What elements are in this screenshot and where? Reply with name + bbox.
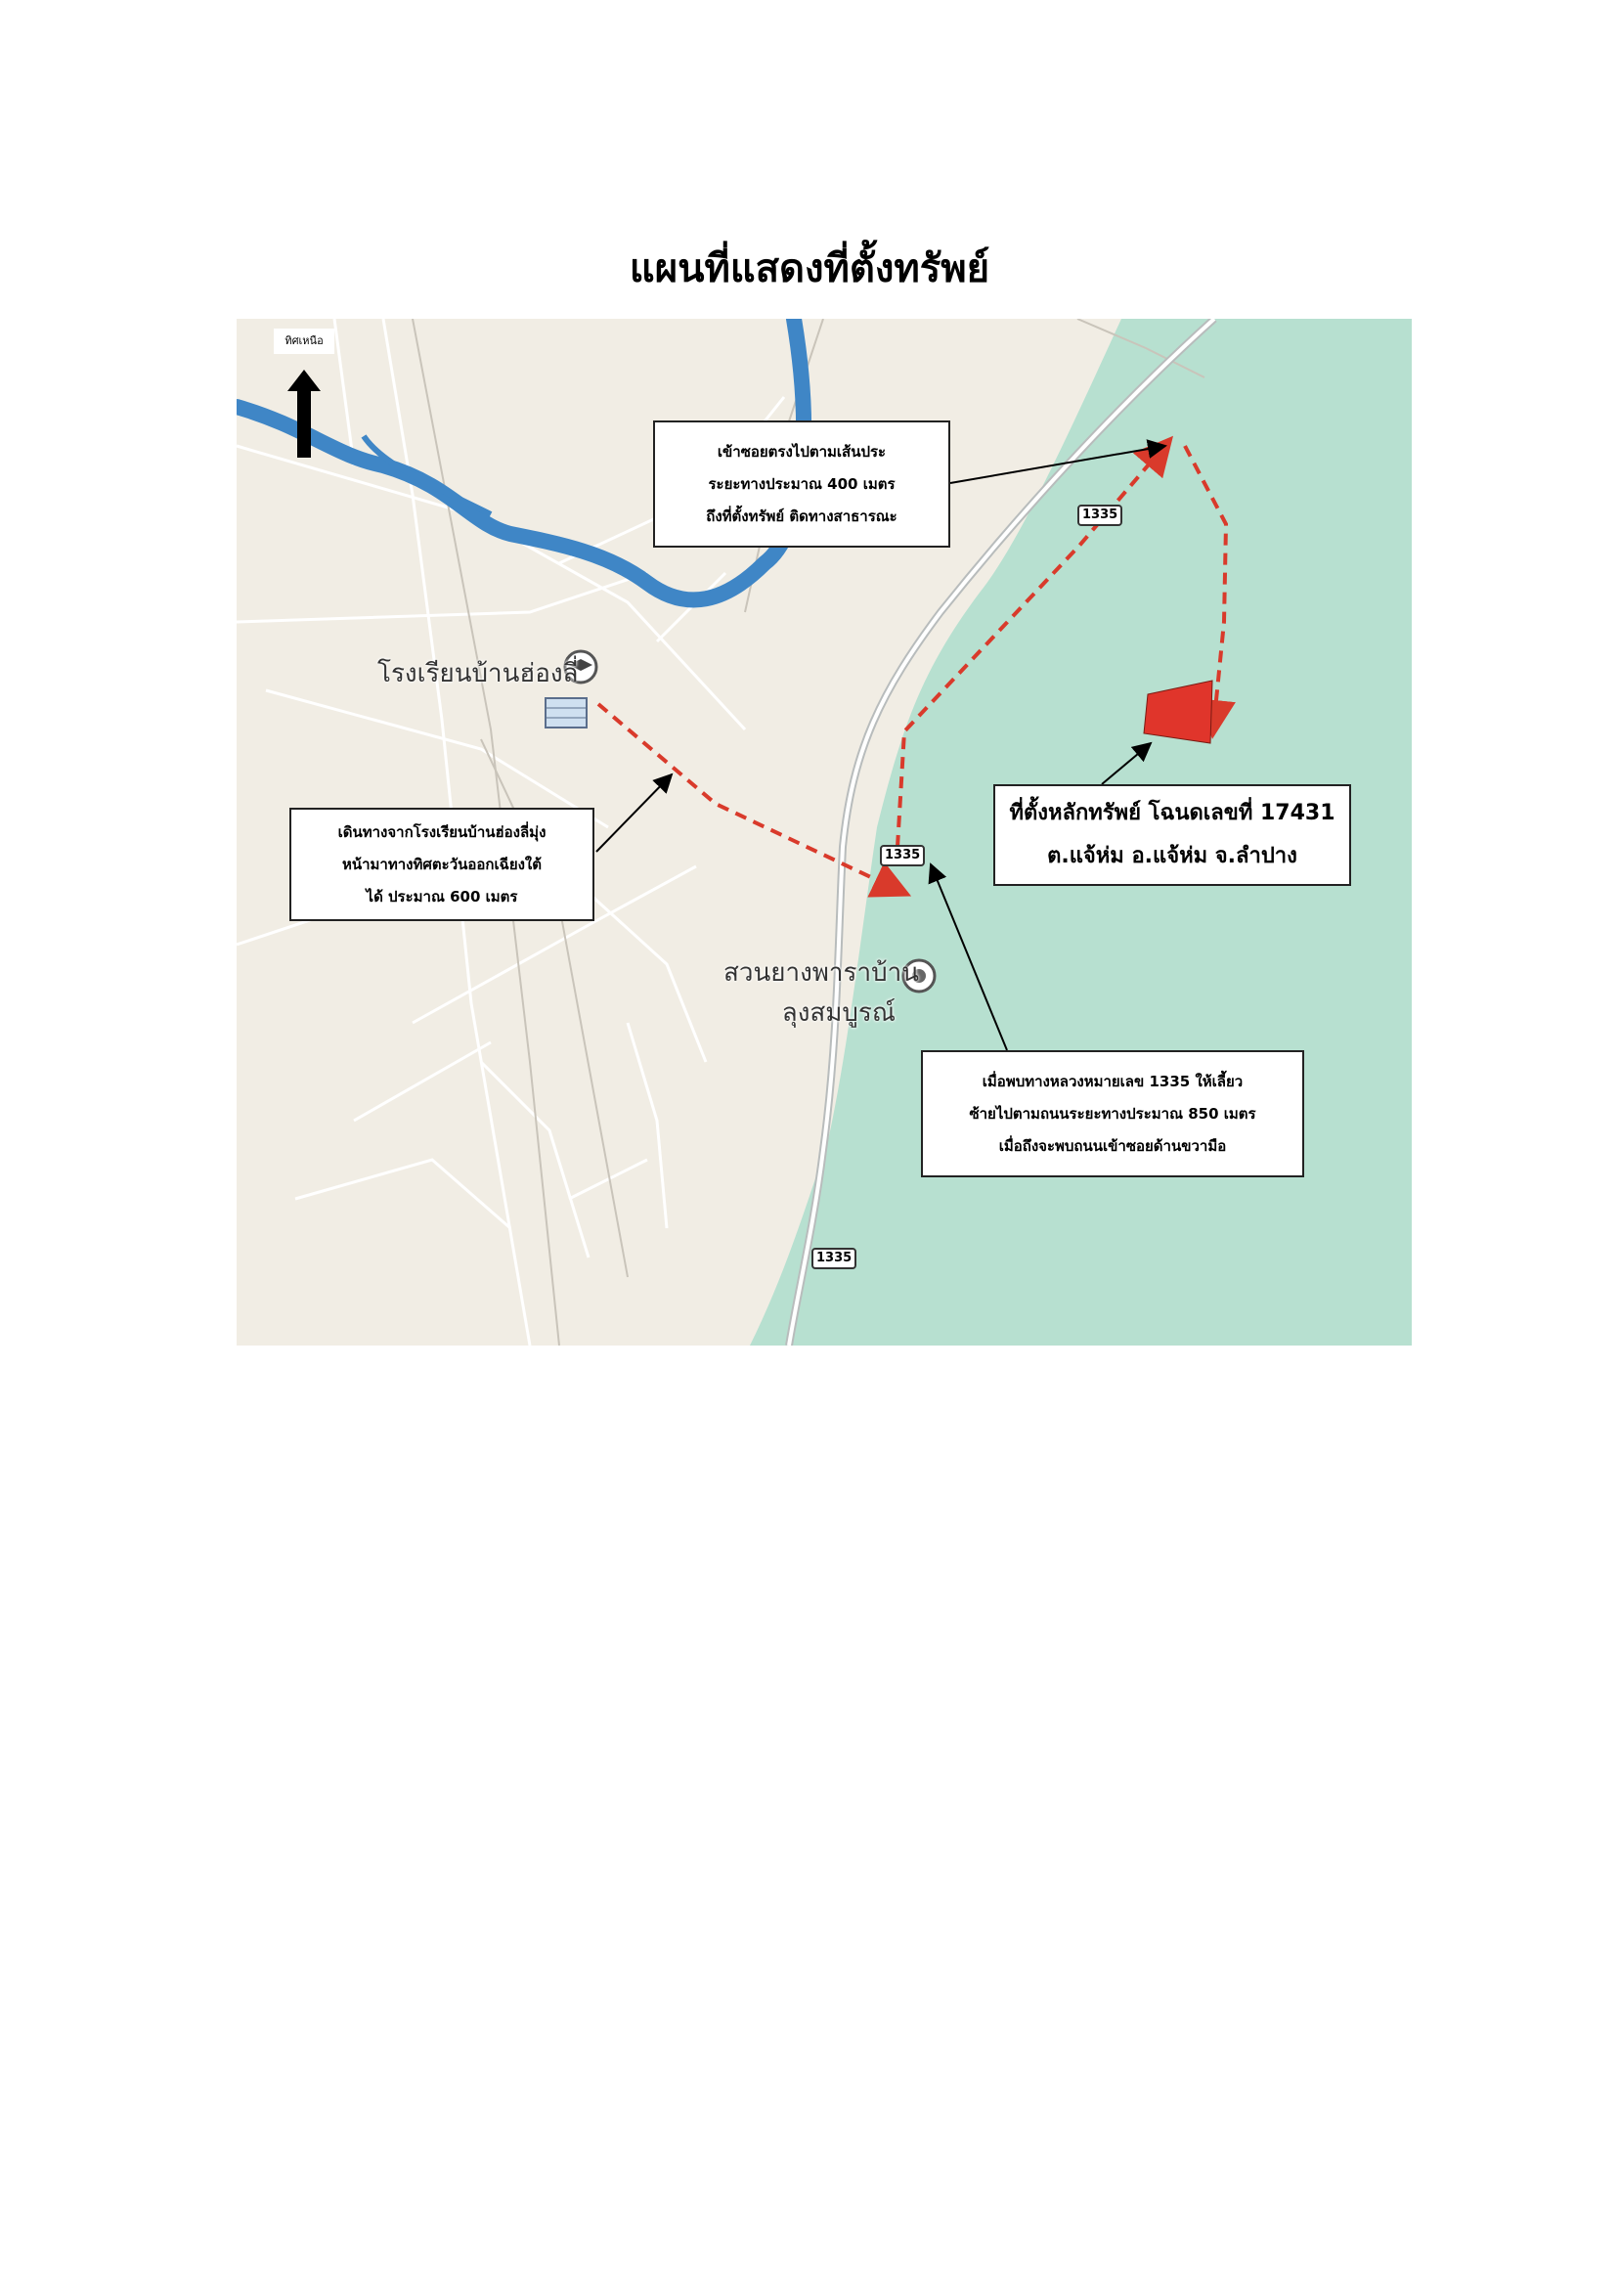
rubber-garden-label: สวนยางพาราบ้าน ลุงสมบูรณ์	[723, 952, 919, 1033]
road-shield-north: 1335	[1077, 505, 1123, 526]
callout-line: เมื่อถึงจะพบถนนเข้าซอยด้านขวามือ	[998, 1136, 1227, 1155]
route-segment-highway	[896, 435, 1174, 848]
callout-line: ต.แจ้ห่ม อ.แจ้ห่ม จ.ลำปาง	[1047, 844, 1297, 868]
rubber-garden-marker-icon	[901, 958, 937, 993]
north-arrow-icon	[287, 370, 321, 458]
callout-line: ถึงที่ตั้งทรัพย์ ติดทางสาธารณะ	[706, 507, 897, 525]
road-shield-middle: 1335	[880, 845, 926, 866]
rubber-garden-label-line2: ลุงสมบูรณ์	[781, 998, 896, 1028]
callout-line: ระยะทางประมาณ 400 เมตร	[708, 474, 896, 493]
callout-highway-directions: เมื่อพบทางหลวงหมายเลข 1335 ให้เลี้ยว ซ้า…	[921, 1050, 1304, 1177]
callout-property-location: ที่ตั้งหลักทรัพย์ โฉนดเลขที่ 17431 ต.แจ้…	[993, 784, 1351, 886]
callout-line: ที่ตั้งหลักทรัพย์ โฉนดเลขที่ 17431	[1009, 801, 1335, 825]
callout-line: ซ้ายไปตามถนนระยะทางประมาณ 850 เมตร	[969, 1104, 1256, 1123]
callout-line: เมื่อพบทางหลวงหมายเลข 1335 ให้เลี้ยว	[982, 1072, 1244, 1090]
callout-school-directions: เดินทางจากโรงเรียนบ้านฮ่องลี่มุ่ง หน้ามา…	[289, 808, 594, 921]
rubber-garden-label-line1: สวนยางพาราบ้าน	[723, 958, 919, 988]
callout-line: หน้ามาทางทิศตะวันออกเฉียงใต้	[341, 855, 543, 873]
route-segment-school	[596, 702, 912, 898]
callout-line: เข้าซอยตรงไปตามเส้นประ	[717, 442, 887, 461]
school-marker-icon	[545, 649, 598, 729]
page-title: แผนที่แสดงที่ตั้งทรัพย์	[629, 246, 990, 291]
property-plot	[1143, 680, 1213, 744]
callout-lane-directions: เข้าซอยตรงไปตามเส้นประ ระยะทางประมาณ 400…	[653, 420, 950, 548]
route-segment-lane	[1183, 445, 1236, 739]
leader-lines	[595, 439, 1167, 1051]
road-shield-south: 1335	[811, 1248, 857, 1269]
map[interactable]: ทิศเหนือ โรงเรียนบ้านฮ่องลี่ สวนยางพาราบ…	[237, 319, 1412, 1346]
school-label: โรงเรียนบ้านฮ่องลี่	[377, 659, 579, 688]
callout-line: ได้ ประมาณ 600 เมตร	[366, 887, 518, 905]
north-label: ทิศเหนือ	[274, 329, 334, 354]
callout-line: เดินทางจากโรงเรียนบ้านฮ่องลี่มุ่ง	[337, 822, 547, 841]
